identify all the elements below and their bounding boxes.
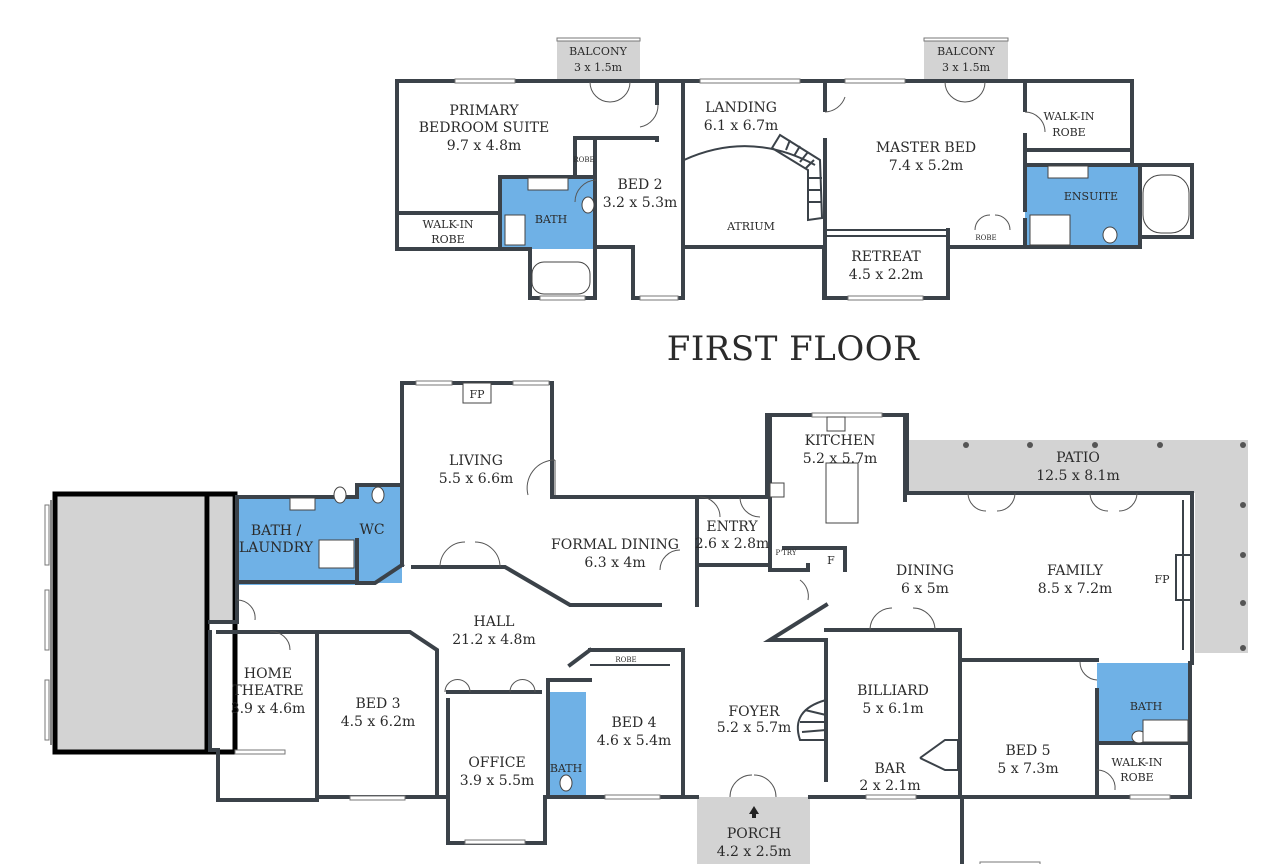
balcony-left-size: 3 x 1.5m	[574, 61, 623, 74]
bar-size: 2 x 2.1m	[859, 778, 920, 794]
walkin-robe-label-2: ROBE	[1120, 771, 1153, 784]
living-size: 5.5 x 6.6m	[439, 471, 514, 487]
dining-label: DINING	[896, 563, 954, 579]
formal-dining-label: FORMAL DINING	[551, 537, 679, 553]
fridge-label: F	[827, 554, 835, 567]
walkin-robe-left-1: WALK-IN	[422, 218, 473, 231]
patio-area	[908, 440, 1248, 653]
foyer-size: 5.2 x 5.7m	[717, 720, 792, 736]
primary-suite-label-2: BEDROOM SUITE	[419, 120, 550, 136]
living-label: LIVING	[449, 453, 503, 469]
entry-arrow-icon	[749, 806, 759, 818]
retreat-size: 4.5 x 2.2m	[849, 267, 924, 283]
foyer-label: FOYER	[728, 704, 780, 720]
office-label: OFFICE	[468, 755, 525, 771]
floor-title: FIRST FLOOR	[667, 329, 920, 369]
walkin-robe-right-2: ROBE	[1052, 126, 1085, 139]
robe-bed4-label: ROBE	[615, 656, 636, 664]
family-size: 8.5 x 7.2m	[1038, 581, 1113, 597]
balcony-right-label: BALCONY	[937, 45, 995, 58]
landing-label: LANDING	[705, 100, 777, 116]
bed4-size: 4.6 x 5.4m	[597, 733, 672, 749]
office-size: 3.9 x 5.5m	[460, 773, 535, 789]
ensuite-label: ENSUITE	[1064, 190, 1118, 203]
walkin-robe-left-2: ROBE	[431, 233, 464, 246]
bed3-label: BED 3	[355, 696, 400, 712]
entry-size: 2.6 x 2.8m	[695, 536, 770, 552]
home-theatre-label-1: HOME	[244, 666, 292, 682]
entry-label: ENTRY	[706, 519, 758, 535]
billiard-size: 5 x 6.1m	[862, 701, 923, 717]
balcony-right	[924, 38, 1008, 82]
bath-left-label: BATH	[550, 762, 582, 775]
atrium-label: ATRIUM	[726, 220, 775, 233]
primary-suite-size: 9.7 x 4.8m	[447, 138, 522, 154]
porch-label: PORCH	[727, 826, 781, 842]
walkin-robe-right-1: WALK-IN	[1043, 110, 1094, 123]
robe-small-label: ROBE	[573, 156, 594, 164]
robe-master-label: ROBE	[975, 234, 996, 242]
bed5-label: BED 5	[1005, 743, 1050, 759]
balcony-left	[557, 38, 640, 82]
master-bed-label: MASTER BED	[876, 140, 976, 156]
hall-label: HALL	[474, 614, 515, 630]
wc-label: WC	[359, 522, 384, 538]
patio-size: 12.5 x 8.1m	[1036, 468, 1120, 484]
hall-size: 21.2 x 4.8m	[452, 632, 536, 648]
fp-living-label: FP	[469, 388, 485, 401]
patio-label: PATIO	[1056, 450, 1100, 466]
walkin-robe-label-1: WALK-IN	[1111, 756, 1162, 769]
billiard-label: BILLIARD	[857, 683, 929, 699]
ground-floor-plan: FP LIVING 5.5 x 6.6m BATH / LAUNDRY WC F…	[44, 380, 1248, 864]
bar-label: BAR	[875, 761, 906, 777]
bath-right-label: BATH	[1130, 700, 1162, 713]
kitchen-label: KITCHEN	[805, 433, 876, 449]
balcony-left-label: BALCONY	[569, 45, 627, 58]
home-theatre-size: 3.9 x 4.6m	[231, 701, 306, 717]
bed5-size: 5 x 7.3m	[997, 761, 1058, 777]
bath-laundry-label-1: BATH /	[251, 523, 302, 539]
retreat-label: RETREAT	[851, 249, 921, 265]
bed4-label: BED 4	[611, 715, 656, 731]
porch-size: 4.2 x 2.5m	[717, 844, 792, 860]
bath-laundry-label-2: LAUNDRY	[239, 540, 314, 556]
home-theatre-label-2: THEATRE	[232, 683, 303, 699]
master-bed-size: 7.4 x 5.2m	[889, 158, 964, 174]
fp-family-label: FP	[1154, 573, 1170, 586]
pantry-label: P'TRY	[776, 549, 797, 557]
primary-suite-label-1: PRIMARY	[449, 103, 519, 119]
first-floor-plan: BALCONY 3 x 1.5m BALCONY 3 x 1.5m PRIMAR…	[395, 37, 1194, 301]
bath-upper-label: BATH	[535, 213, 567, 226]
garage-area	[57, 495, 207, 750]
formal-dining-size: 6.3 x 4m	[584, 555, 645, 571]
landing-size: 6.1 x 6.7m	[704, 118, 779, 134]
dining-size: 6 x 5m	[901, 581, 949, 597]
bed2-label: BED 2	[617, 177, 662, 193]
bed3-size: 4.5 x 6.2m	[341, 714, 416, 730]
family-label: FAMILY	[1047, 563, 1104, 579]
balcony-right-size: 3 x 1.5m	[942, 61, 991, 74]
bed2-size: 3.2 x 5.3m	[603, 195, 678, 211]
kitchen-size: 5.2 x 5.7m	[803, 451, 878, 467]
